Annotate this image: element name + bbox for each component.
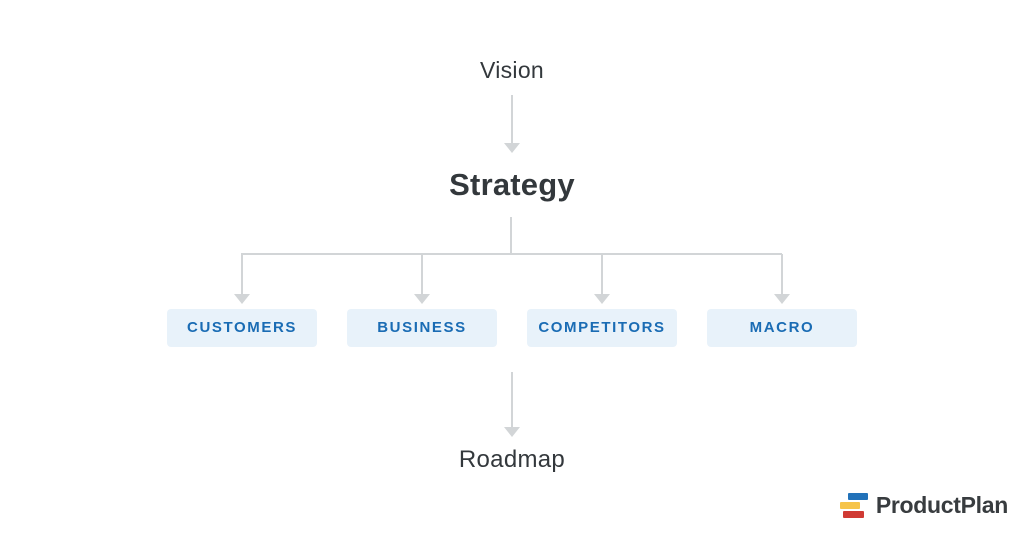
branch-arrow-macro bbox=[774, 254, 790, 304]
strategy-connector-stub bbox=[510, 217, 512, 255]
pillar-customers: CUSTOMERS bbox=[167, 309, 317, 347]
strategy-label: Strategy bbox=[449, 167, 575, 202]
strategy-to-roadmap-arrow bbox=[504, 372, 520, 437]
arrow-shaft bbox=[511, 372, 513, 428]
arrow-down-icon bbox=[504, 427, 520, 437]
branch-connector-line bbox=[241, 253, 782, 255]
logo-bar-red bbox=[842, 511, 864, 518]
arrow-shaft bbox=[421, 254, 423, 296]
arrow-shaft bbox=[601, 254, 603, 296]
gantt-bars-icon bbox=[839, 493, 869, 518]
productplan-wordmark: ProductPlan bbox=[875, 492, 1008, 518]
pillar-macro: MACRO bbox=[707, 309, 857, 347]
arrow-shaft bbox=[241, 254, 243, 296]
logo-bar-yellow bbox=[839, 502, 860, 509]
arrow-shaft bbox=[511, 95, 513, 145]
vision-label: Vision bbox=[479, 57, 545, 83]
arrow-down-icon bbox=[594, 294, 610, 304]
branch-arrow-business bbox=[414, 254, 430, 304]
pillar-competitors: COMPETITORS bbox=[527, 309, 677, 347]
arrow-down-icon bbox=[414, 294, 430, 304]
roadmap-label: Roadmap bbox=[458, 446, 566, 473]
arrow-shaft bbox=[781, 254, 783, 296]
pillar-business: BUSINESS bbox=[347, 309, 497, 347]
vision-to-strategy-arrow bbox=[504, 95, 520, 153]
productplan-logo: ProductPlan bbox=[839, 492, 1008, 519]
branch-arrow-competitors bbox=[594, 254, 610, 304]
arrow-down-icon bbox=[774, 294, 790, 304]
arrow-down-icon bbox=[504, 143, 520, 153]
branch-arrow-customers bbox=[234, 254, 250, 304]
logo-bar-blue bbox=[847, 493, 868, 500]
arrow-down-icon bbox=[234, 294, 250, 304]
